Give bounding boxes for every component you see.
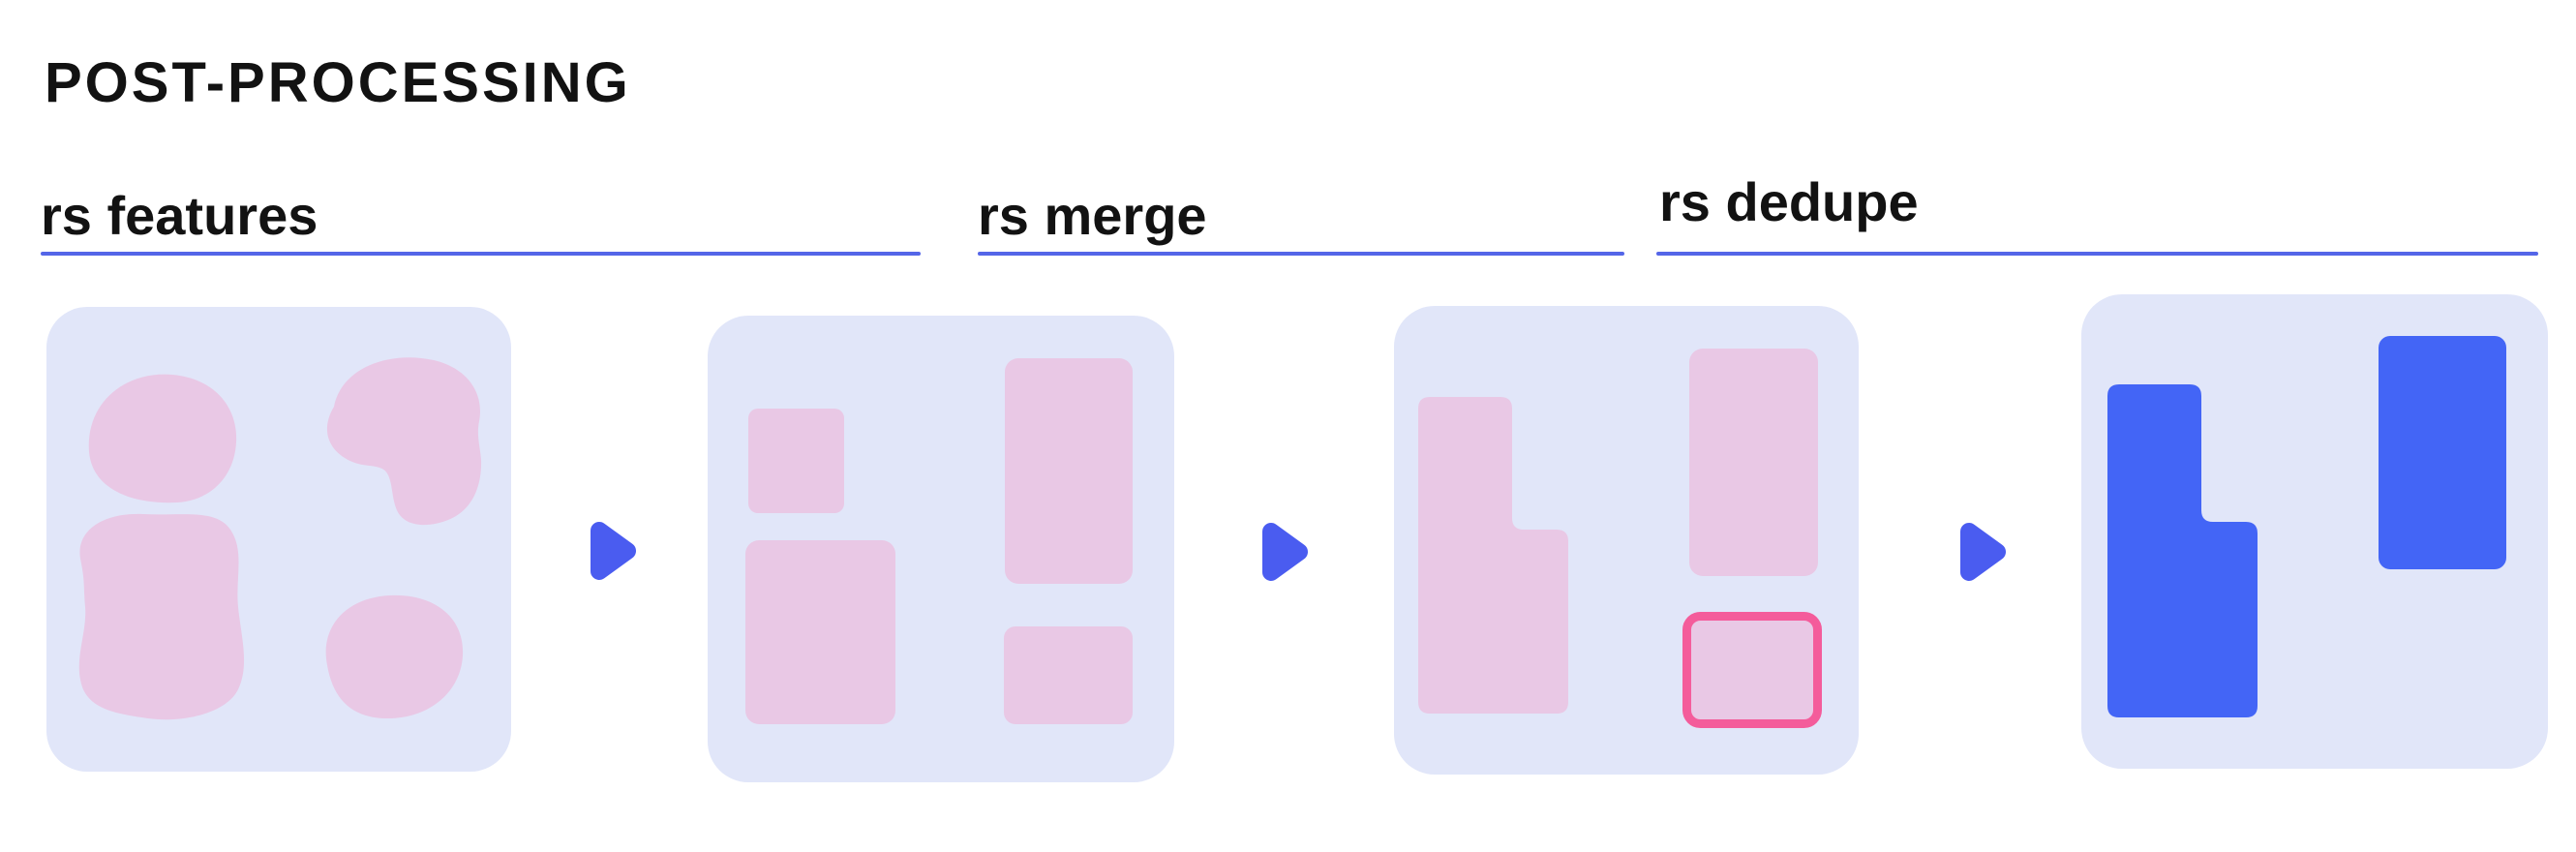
blob-top-left xyxy=(88,374,237,503)
panel-merged-with-duplicate xyxy=(1394,306,1859,775)
panel-input-blobs xyxy=(46,307,511,772)
blue-shapes-icon xyxy=(2107,336,2506,717)
stage-underline-rs-dedupe xyxy=(1656,252,2538,256)
rect-large-bottom-left xyxy=(745,540,895,724)
arrow-right-icon xyxy=(584,514,642,588)
rect-tall-top-right xyxy=(1005,358,1133,584)
rect-small-bottom-right xyxy=(1004,626,1133,724)
duplicate-highlight-rect xyxy=(1682,612,1822,728)
pink-blobs-icon xyxy=(78,357,482,720)
blob-top-right xyxy=(326,357,482,526)
stage-underline-rs-features xyxy=(41,252,921,256)
stage-label-rs-merge: rs merge xyxy=(978,185,1207,246)
arrow-right-icon xyxy=(1256,515,1314,589)
blob-bottom-left xyxy=(78,513,245,720)
panel-deduped-result xyxy=(2081,294,2548,769)
stage-underline-rs-merge xyxy=(978,252,1624,256)
rect-small-top-left xyxy=(748,409,844,513)
pink-rectangles-icon xyxy=(745,358,1133,724)
stage-label-rs-features: rs features xyxy=(41,185,318,246)
stage-label-rs-dedupe: rs dedupe xyxy=(1659,171,1919,232)
blob-bottom-right xyxy=(325,594,464,719)
page-title: POST-PROCESSING xyxy=(45,51,631,114)
final-step-shape-left xyxy=(2107,384,2258,717)
arrow-right-icon xyxy=(1954,515,2012,589)
merged-step-shape-left xyxy=(1418,397,1568,714)
final-rect-top-right xyxy=(2379,336,2506,569)
panel-feature-rectangles xyxy=(708,316,1174,782)
rect-tall-top-right xyxy=(1689,349,1818,576)
merged-shapes-icon xyxy=(1418,349,1822,728)
